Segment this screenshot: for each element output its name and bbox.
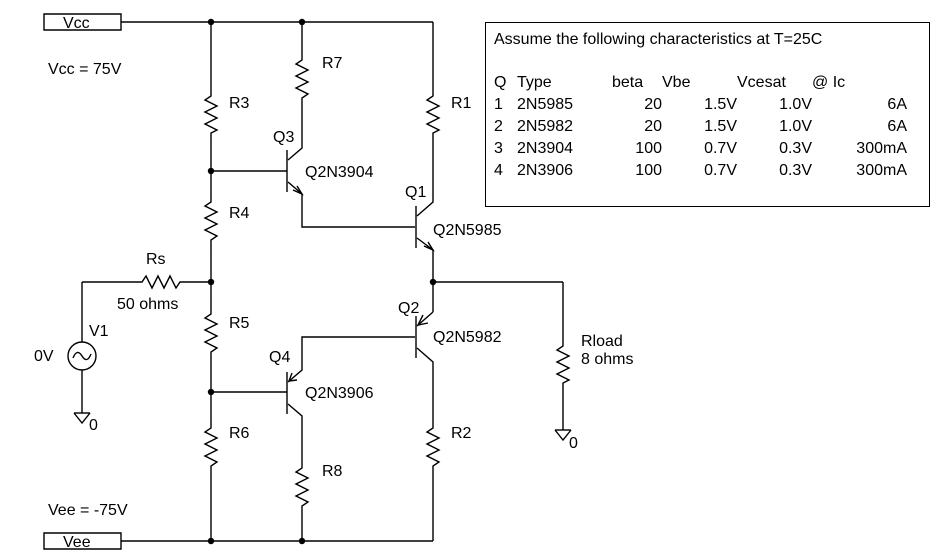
table-cell: 1.5V: [704, 96, 737, 113]
vcc-value-label: Vcc = 75V: [48, 61, 122, 78]
vcc-net-flag: [43, 13, 122, 31]
table-cell: 1.0V: [779, 118, 812, 135]
table-cell: 100: [635, 162, 662, 179]
table-cell: 0.7V: [704, 140, 737, 157]
header-beta: beta: [612, 74, 644, 91]
resistor-r3: [203, 90, 219, 137]
transistor-q1-ref: Q1: [405, 184, 426, 201]
transistor-q2-part: Q2N5982: [433, 329, 502, 346]
resistor-r4-label: R4: [229, 205, 250, 222]
table-cell: 0.3V: [779, 140, 812, 157]
resistor-r8: [294, 460, 310, 512]
header-q: Q: [494, 74, 507, 91]
resistor-rload: [555, 340, 571, 390]
characteristics-table: Q Type beta Vbe Vcesat @ Ic 1 2N5985 20 …: [494, 72, 907, 182]
table-cell: 2N5985: [517, 96, 574, 113]
table-cell: 300mA: [856, 162, 907, 179]
table-row: 2 2N5982 20 1.5V 1.0V 6A: [494, 116, 907, 138]
resistor-rs: [137, 274, 211, 290]
vee-net-flag: [43, 532, 122, 550]
ground-load: [554, 429, 572, 442]
table-cell: 100: [635, 140, 662, 157]
transistor-q1: [415, 137, 435, 282]
voltage-source-v1-value: 0V: [34, 348, 54, 365]
resistor-r5-label: R5: [229, 315, 250, 332]
transistor-q3: [286, 108, 415, 228]
resistor-r3-label: R3: [229, 95, 250, 112]
ground-source: [73, 412, 91, 425]
resistor-rs-value: 50 ohms: [117, 296, 178, 313]
transistor-q3-ref: Q3: [273, 129, 294, 146]
table-cell: 20: [644, 118, 662, 135]
ground-load-label: 0: [569, 435, 578, 452]
transistor-q4: [286, 336, 415, 460]
vee-value-label: Vee = -75V: [48, 502, 128, 519]
table-cell: 2N3904: [517, 140, 574, 157]
table-cell: 300mA: [856, 140, 907, 157]
transistor-q4-ref: Q4: [269, 349, 290, 366]
voltage-source-v1-name: V1: [89, 323, 109, 340]
characteristics-title: Assume the following characteristics at …: [494, 31, 823, 48]
transistor-q2: [415, 311, 434, 420]
header-type: Type: [517, 74, 552, 91]
resistor-r1-label: R1: [451, 95, 472, 112]
table-cell: 1.0V: [779, 96, 812, 113]
resistor-r7-label: R7: [322, 55, 343, 72]
transistor-q3-part: Q2N3904: [305, 164, 374, 181]
resistor-r6-label: R6: [229, 425, 250, 442]
table-cell: 2N3906: [517, 162, 574, 179]
resistor-rload-label: Rload: [581, 333, 623, 350]
table-cell: 6A: [887, 96, 907, 113]
table-cell: 4: [494, 162, 503, 179]
resistor-rs-label: Rs: [146, 251, 166, 268]
resistor-r4: [203, 194, 219, 250]
characteristics-box: Assume the following characteristics at …: [485, 22, 930, 207]
transistor-q4-part: Q2N3906: [305, 385, 374, 402]
header-vcesat: Vcesat: [737, 74, 786, 91]
resistor-r8-label: R8: [322, 463, 343, 480]
table-cell: 0.3V: [779, 162, 812, 179]
table-cell: 6A: [887, 118, 907, 135]
resistor-r2-label: R2: [451, 425, 472, 442]
table-cell: 1.5V: [704, 118, 737, 135]
junction-dots: [207, 18, 437, 545]
table-row: 1 2N5985 20 1.5V 1.0V 6A: [494, 94, 907, 116]
table-header-row: Q Type beta Vbe Vcesat @ Ic: [494, 72, 907, 94]
header-ic: @ Ic: [812, 74, 846, 91]
table-cell: 1: [494, 96, 503, 113]
header-vbe: Vbe: [662, 74, 691, 91]
resistor-r5: [203, 300, 219, 360]
resistor-r2: [425, 420, 441, 475]
table-cell: 3: [494, 140, 503, 157]
resistor-r1: [425, 90, 441, 137]
resistor-r7: [294, 52, 310, 108]
vee-net-label: Vee: [63, 534, 91, 551]
voltage-source-v1: [67, 341, 97, 371]
table-row: 3 2N3904 100 0.7V 0.3V 300mA: [494, 138, 907, 160]
table-cell: 2: [494, 118, 503, 135]
vcc-net-label: Vcc: [63, 15, 90, 32]
transistor-q2-ref: Q2: [398, 300, 419, 317]
table-cell: 2N5982: [517, 118, 574, 135]
resistor-rload-value: 8 ohms: [581, 351, 633, 368]
resistor-r6: [203, 420, 219, 475]
table-cell: 0.7V: [704, 162, 737, 179]
transistor-q1-part: Q2N5985: [433, 222, 502, 239]
table-row: 4 2N3906 100 0.7V 0.3V 300mA: [494, 160, 907, 182]
ground-source-label: 0: [89, 417, 98, 434]
table-cell: 20: [644, 96, 662, 113]
